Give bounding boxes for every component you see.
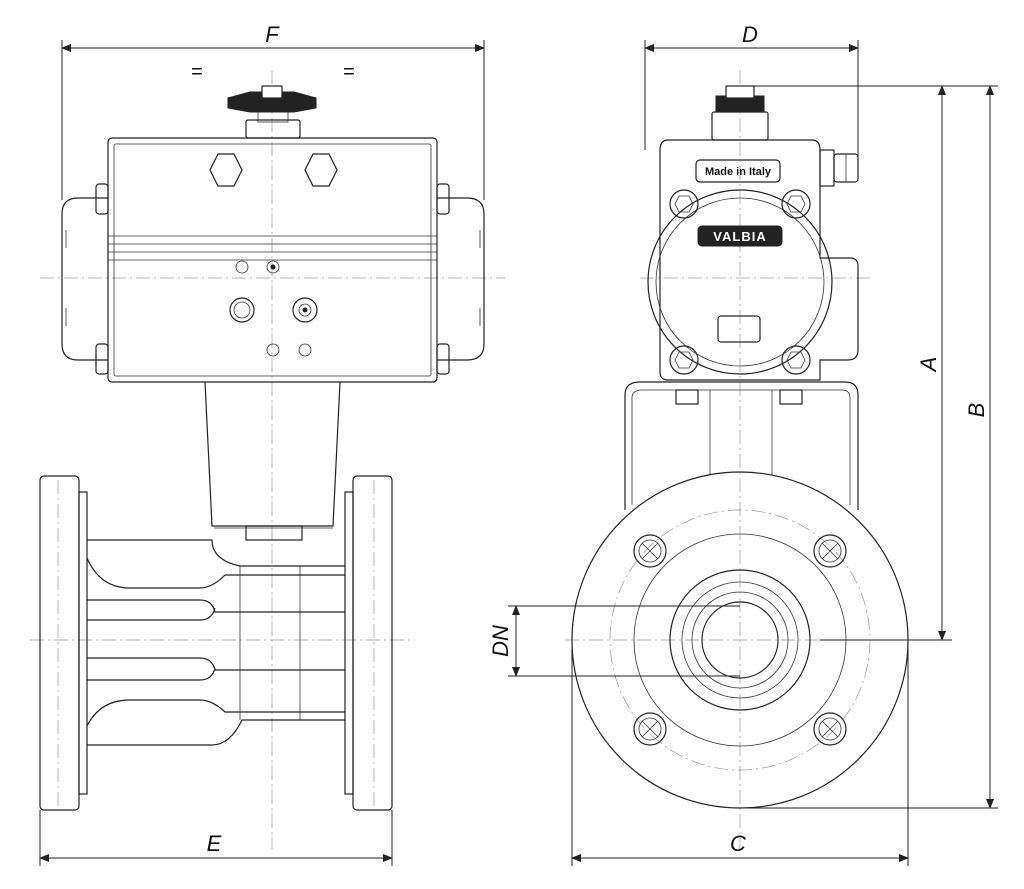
actuator-side: Made in Italy VALBIA — [647, 85, 859, 381]
actuator-end-cap-right — [436, 183, 485, 375]
dimension-c: C — [571, 640, 909, 866]
equal-mark-right: = — [343, 61, 355, 83]
dimension-e: E — [39, 810, 393, 866]
bolt-hole-top-right — [813, 534, 847, 568]
actuator-body — [107, 137, 438, 383]
dim-label-e: E — [207, 831, 222, 856]
dim-label-c: C — [730, 831, 746, 856]
hex-plug-left — [209, 153, 243, 187]
equal-mark-left: = — [191, 61, 203, 83]
valve-body-front — [86, 539, 345, 746]
dimension-f: F = = — [61, 22, 485, 200]
dimension-d: D — [644, 22, 859, 170]
valbia-logo — [697, 225, 783, 247]
actuator-end-cap-left — [61, 183, 109, 375]
side-view: Made in Italy VALBIA D A B — [488, 22, 998, 866]
bolt-hole-bottom-right — [813, 712, 847, 746]
made-in-italy-plate — [695, 159, 781, 183]
flange-right — [344, 475, 393, 811]
dim-label-f: F — [265, 22, 280, 47]
hex-plug-right — [304, 153, 338, 187]
flange-left — [39, 475, 88, 811]
dim-label-a: A — [916, 357, 941, 374]
front-view: F = = E — [30, 22, 505, 866]
position-indicator — [227, 85, 317, 139]
dimension-b: B — [745, 85, 998, 809]
bolt-hole-bottom-left — [633, 712, 667, 746]
dimension-a: A — [752, 85, 998, 641]
dim-label-dn: DN — [488, 625, 513, 657]
dimension-dn: DN — [488, 605, 740, 677]
dim-label-b: B — [964, 403, 989, 418]
bracket-side — [624, 381, 859, 510]
bolt-hole-top-left — [633, 534, 667, 568]
valbia-logo-text: VALBIA — [713, 229, 766, 244]
dim-label-d: D — [742, 22, 758, 47]
mounting-bracket — [204, 381, 341, 541]
made-in-italy-text: Made in Italy — [705, 166, 772, 178]
